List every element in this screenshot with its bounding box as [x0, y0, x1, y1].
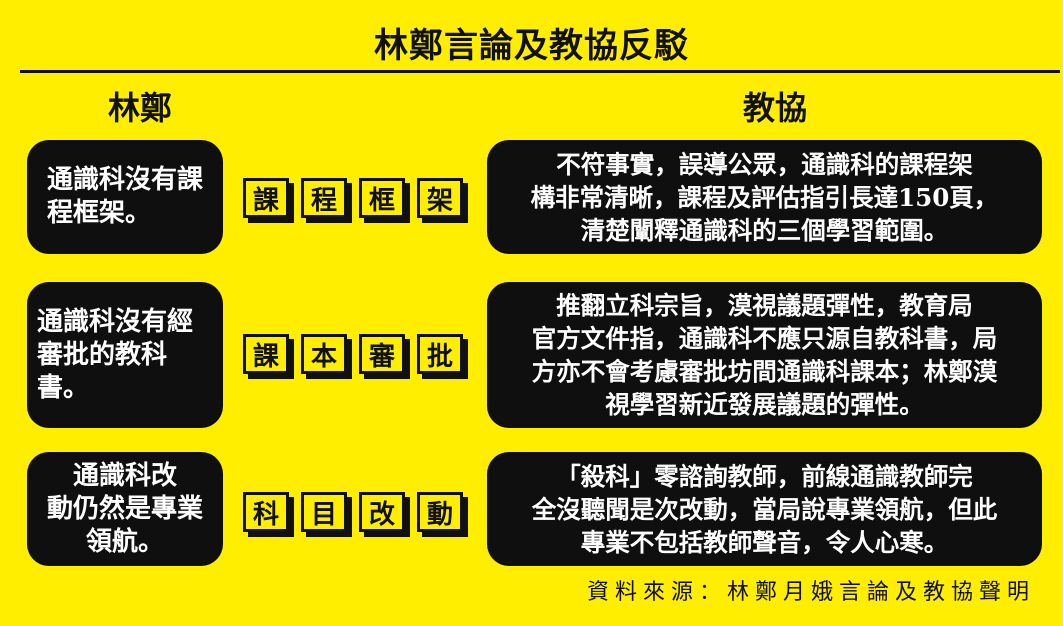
source-note: 資料來源：林鄭月娥言論及教協聲明: [586, 580, 1035, 605]
rebuttal-box-3: 「殺科」零諮詢教師，前線通識教師完 全沒聽聞是次改動，當局說專業領航，但此 專業…: [487, 452, 1042, 566]
rebuttal-box-1: 不符事實，誤導公眾，通識科的課程架 構非常清晰，課程及評估指引長達150頁， 清…: [487, 140, 1042, 254]
claim-text-3: 通識科改 動仍然是專業 領航。: [46, 460, 203, 557]
right-column-heading: 教協: [742, 89, 807, 127]
rebuttal-box-2: 推翻立科宗旨，漠視議題彈性，教育局 官方文件指，通識科不應只源自教科書，局 方亦…: [487, 282, 1042, 428]
keyword-chips-1: 課 程 框 架: [243, 178, 473, 224]
keyword-chip: 批: [417, 334, 463, 374]
keyword-chip: 架: [417, 178, 463, 218]
keyword-chip: 本: [301, 334, 347, 374]
rebuttal-text-3: 「殺科」零諮詢教師，前線通識教師完 全沒聽聞是次改動，當局說專業領航，但此 專業…: [531, 461, 998, 557]
keyword-chip: 動: [417, 492, 463, 532]
keyword-chip: 框: [359, 178, 405, 218]
keyword-chips-2: 課 本 審 批: [243, 334, 473, 380]
claim-box-3: 通識科改 動仍然是專業 領航。: [27, 452, 223, 566]
keyword-chip: 課: [243, 178, 289, 218]
rebuttal-text-2: 推翻立科宗旨，漠視議題彈性，教育局 官方文件指，通識科不應只源自教科書，局 方亦…: [531, 291, 998, 419]
claim-text-1: 通識科沒有課 程框架。: [46, 165, 203, 228]
keyword-chips-3: 科 目 改 動: [243, 492, 473, 538]
keyword-chip: 程: [301, 178, 347, 218]
title-divider: [20, 70, 1060, 73]
claim-box-2: 通識科沒有經 審批的教科書。: [27, 282, 223, 428]
claim-text-2: 通識科沒有經 審批的教科書。: [37, 306, 194, 403]
keyword-chip: 改: [359, 492, 405, 532]
keyword-chip: 科: [243, 492, 289, 532]
rebuttal-text-1: 不符事實，誤導公眾，通識科的課程架 構非常清晰，課程及評估指引長達150頁， 清…: [530, 149, 999, 245]
keyword-chip: 目: [301, 492, 347, 532]
keyword-chip: 審: [359, 334, 405, 374]
claim-box-1: 通識科沒有課 程框架。: [27, 140, 223, 254]
left-column-heading: 林鄭: [107, 89, 172, 127]
keyword-chip: 課: [243, 334, 289, 374]
page-title: 林鄭言論及教協反駁: [374, 26, 689, 66]
